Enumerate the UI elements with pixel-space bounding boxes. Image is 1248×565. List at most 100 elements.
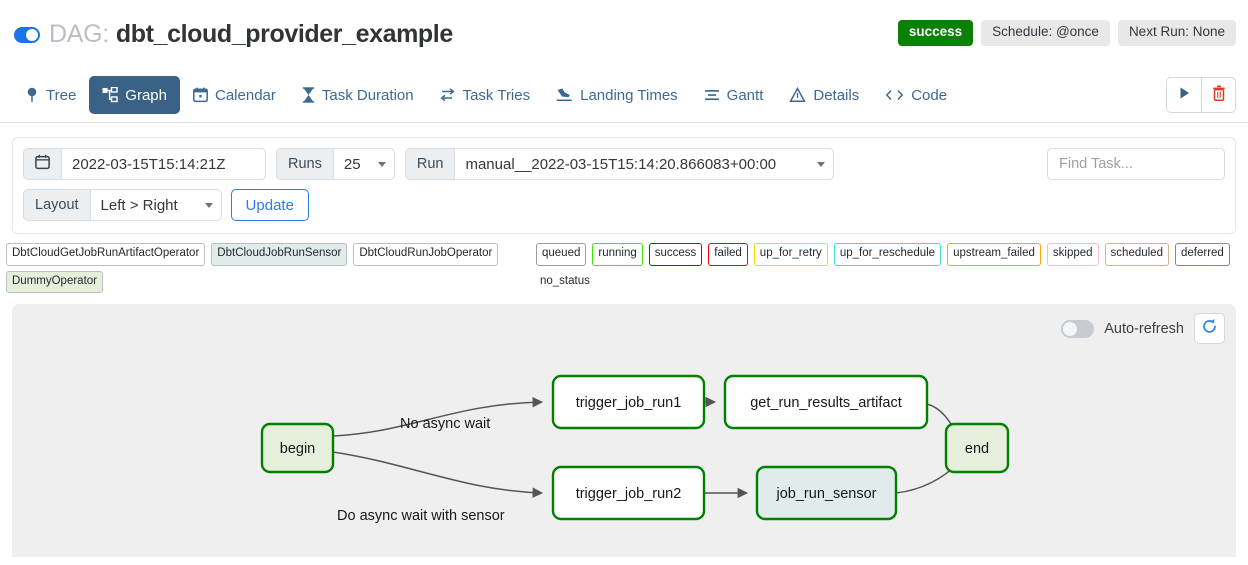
play-icon: [1178, 86, 1191, 105]
find-task-input[interactable]: Find Task...: [1047, 148, 1225, 180]
calendar-button[interactable]: [23, 148, 61, 180]
graph-node-trigger_job_run1[interactable]: trigger_job_run1: [551, 374, 706, 430]
pin-icon: [25, 87, 39, 103]
dag-pause-toggle[interactable]: [14, 27, 40, 43]
page-header: DAG: dbt_cloud_provider_example success …: [0, 0, 1248, 68]
execution-date-group: 2022-03-15T15:14:21Z: [23, 148, 266, 180]
tab-label: Details: [813, 86, 860, 104]
dag-graph-canvas[interactable]: Auto-refresh b: [12, 304, 1236, 557]
graph-icon: [102, 87, 118, 103]
status-chip-skipped[interactable]: skipped: [1046, 243, 1099, 266]
chevron-down-icon: [817, 162, 826, 167]
status-chip-up-for-retry[interactable]: up_for_retry: [753, 243, 828, 266]
edge-label-do-async-wait: Do async wait with sensor: [337, 508, 505, 524]
node-label: trigger_job_run1: [576, 395, 682, 411]
status-chip-no-status[interactable]: no_status: [540, 274, 590, 287]
chevron-down-icon: [377, 162, 386, 167]
graph-node-get_run_results_artifact[interactable]: get_run_results_artifact: [723, 374, 929, 430]
header-badges: success Schedule: @once Next Run: None: [897, 20, 1236, 46]
calendar-icon: [193, 87, 208, 103]
refresh-icon: [1201, 318, 1218, 340]
runs-count-select[interactable]: 25: [332, 148, 395, 180]
delete-dag-button[interactable]: [1201, 78, 1235, 112]
tab-gantt[interactable]: Gantt: [691, 76, 777, 114]
tab-landing-times[interactable]: Landing Times: [543, 76, 691, 114]
refresh-button[interactable]: [1194, 313, 1225, 344]
graph-svg: begin trigger_job_run1 get_run_results_a…: [260, 374, 1010, 524]
runs-count-group: Runs 25: [276, 148, 395, 180]
run-label: Run: [404, 148, 455, 180]
operator-chip[interactable]: DbtCloudJobRunSensor: [211, 243, 348, 266]
graph-edges: [332, 396, 961, 499]
trash-icon: [1212, 85, 1226, 106]
runs-count-value: 25: [343, 155, 361, 173]
execution-date-input[interactable]: 2022-03-15T15:14:21Z: [61, 148, 266, 180]
runs-label: Runs: [276, 148, 333, 180]
status-chip-success[interactable]: success: [648, 243, 703, 266]
operator-chip[interactable]: DbtCloudRunJobOperator: [353, 243, 499, 266]
operator-legend: DbtCloudGetJobRunArtifactOperator DbtClo…: [6, 243, 536, 298]
graph-node-begin[interactable]: begin: [260, 422, 335, 474]
tab-calendar[interactable]: Calendar: [180, 76, 289, 114]
layout-group: Layout Left > Right: [23, 189, 222, 221]
tab-label: Tree: [46, 86, 77, 104]
graph-node-end[interactable]: end: [944, 422, 1010, 474]
status-chip-upstream-failed[interactable]: upstream_failed: [947, 243, 1041, 266]
calendar-icon: [35, 154, 50, 174]
node-label: end: [965, 441, 989, 457]
tab-label: Code: [911, 86, 948, 104]
run-select[interactable]: manual__2022-03-15T15:14:20.866083+00:00: [454, 148, 835, 180]
auto-refresh-label: Auto-refresh: [1104, 320, 1184, 337]
operator-chip[interactable]: DummyOperator: [6, 270, 103, 293]
tab-label: Task Tries: [462, 86, 531, 104]
tab-graph[interactable]: Graph: [89, 76, 180, 114]
run-select-group: Run manual__2022-03-15T15:14:20.866083+0…: [404, 148, 835, 180]
tab-label: Graph: [125, 86, 167, 104]
dagrun-filter-toolbar: 2022-03-15T15:14:21Z Runs 25 Run manual_…: [12, 137, 1236, 234]
status-chip-up-for-reschedule[interactable]: up_for_reschedule: [833, 243, 942, 266]
plane-landing-icon: [556, 87, 573, 103]
status-badge: success: [897, 20, 974, 46]
status-chip-queued[interactable]: queued: [536, 243, 587, 266]
edge-begin-to-trigger2: [332, 451, 544, 498]
graph-node-trigger_job_run2[interactable]: trigger_job_run2: [551, 465, 706, 521]
page-title: dbt_cloud_provider_example: [115, 19, 453, 48]
find-task-placeholder: Find Task...: [1059, 156, 1133, 172]
status-chip-scheduled[interactable]: scheduled: [1104, 243, 1169, 266]
trigger-dag-button[interactable]: [1167, 78, 1201, 112]
hourglass-icon: [302, 87, 315, 103]
edge-label-no-async-wait: No async wait: [400, 416, 490, 432]
tab-label: Task Duration: [321, 86, 414, 104]
tab-task-tries[interactable]: Task Tries: [427, 76, 544, 114]
legend-area: DbtCloudGetJobRunArtifactOperator DbtClo…: [0, 234, 1248, 304]
tab-label: Gantt: [726, 86, 764, 104]
filter-row-primary: 2022-03-15T15:14:21Z Runs 25 Run manual_…: [23, 148, 1225, 180]
update-button[interactable]: Update: [230, 189, 309, 221]
tab-details[interactable]: Details: [776, 76, 872, 114]
layout-label: Layout: [23, 189, 90, 221]
chevron-down-icon: [204, 203, 213, 208]
filter-row-layout: Layout Left > Right Update: [23, 189, 1225, 221]
tab-label: Calendar: [215, 86, 276, 104]
tab-task-duration[interactable]: Task Duration: [289, 76, 427, 114]
node-label: get_run_results_artifact: [750, 395, 902, 411]
auto-refresh-toggle[interactable]: [1061, 319, 1095, 338]
dag-action-buttons: [1166, 77, 1236, 113]
retry-icon: [439, 87, 456, 103]
node-label: begin: [280, 441, 315, 457]
layout-select[interactable]: Left > Right: [89, 189, 222, 221]
node-label: job_run_sensor: [776, 486, 877, 502]
tab-tree[interactable]: Tree: [12, 76, 89, 114]
status-chip-failed[interactable]: failed: [708, 243, 748, 266]
schedule-badge[interactable]: Schedule: @once: [981, 20, 1110, 46]
graph-refresh-controls: Auto-refresh: [1061, 313, 1225, 344]
operator-chip[interactable]: DbtCloudGetJobRunArtifactOperator: [6, 243, 206, 266]
triangle-alert-icon: [789, 87, 807, 103]
view-tabbar: Tree Graph Calendar Task Duration Task T…: [0, 68, 1248, 123]
graph-node-job_run_sensor[interactable]: job_run_sensor: [755, 465, 898, 521]
status-chip-deferred[interactable]: deferred: [1174, 243, 1230, 266]
tab-code[interactable]: Code: [872, 76, 960, 114]
status-chip-running[interactable]: running: [592, 243, 643, 266]
next-run-badge: Next Run: None: [1117, 20, 1236, 46]
node-label: trigger_job_run2: [576, 486, 682, 502]
